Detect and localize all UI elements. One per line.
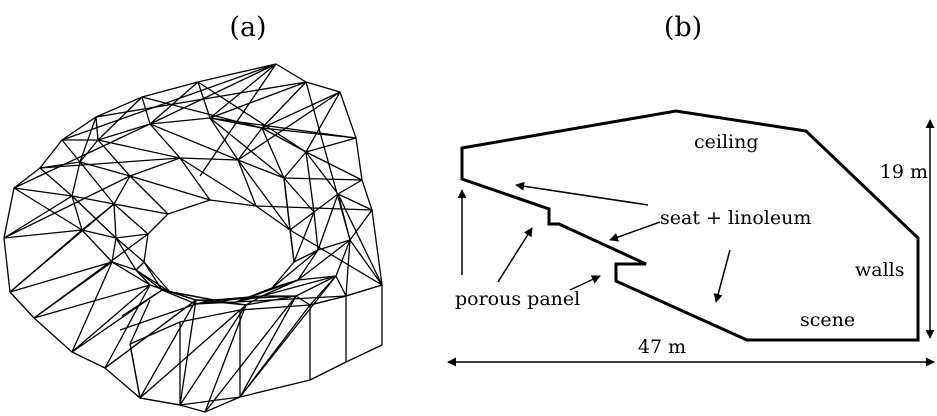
porous-arrow-right (569, 275, 601, 291)
ceiling-label: ceiling (694, 131, 759, 153)
scene-label: scene (800, 309, 855, 331)
seat-arrow-lower (713, 249, 731, 303)
panel-a-label: (a) (229, 12, 266, 43)
porous-panel-label: porous panel (455, 288, 580, 310)
seat-arrow-upper (515, 181, 649, 206)
height-label: 19 m (880, 161, 928, 183)
seat-arrow-middle (609, 221, 661, 242)
hall-cross-section (460, 109, 920, 342)
panel-b-label: (b) (664, 12, 702, 43)
seat-linoleum-label: seat + linoleum (660, 207, 811, 229)
annotation-arrows (447, 119, 935, 367)
hall-wireframe-mesh (3, 63, 383, 413)
porous-arrow-left (497, 227, 533, 283)
hall-outline (460, 109, 920, 342)
walls-label: walls (855, 259, 905, 281)
width-label: 47 m (638, 336, 686, 358)
